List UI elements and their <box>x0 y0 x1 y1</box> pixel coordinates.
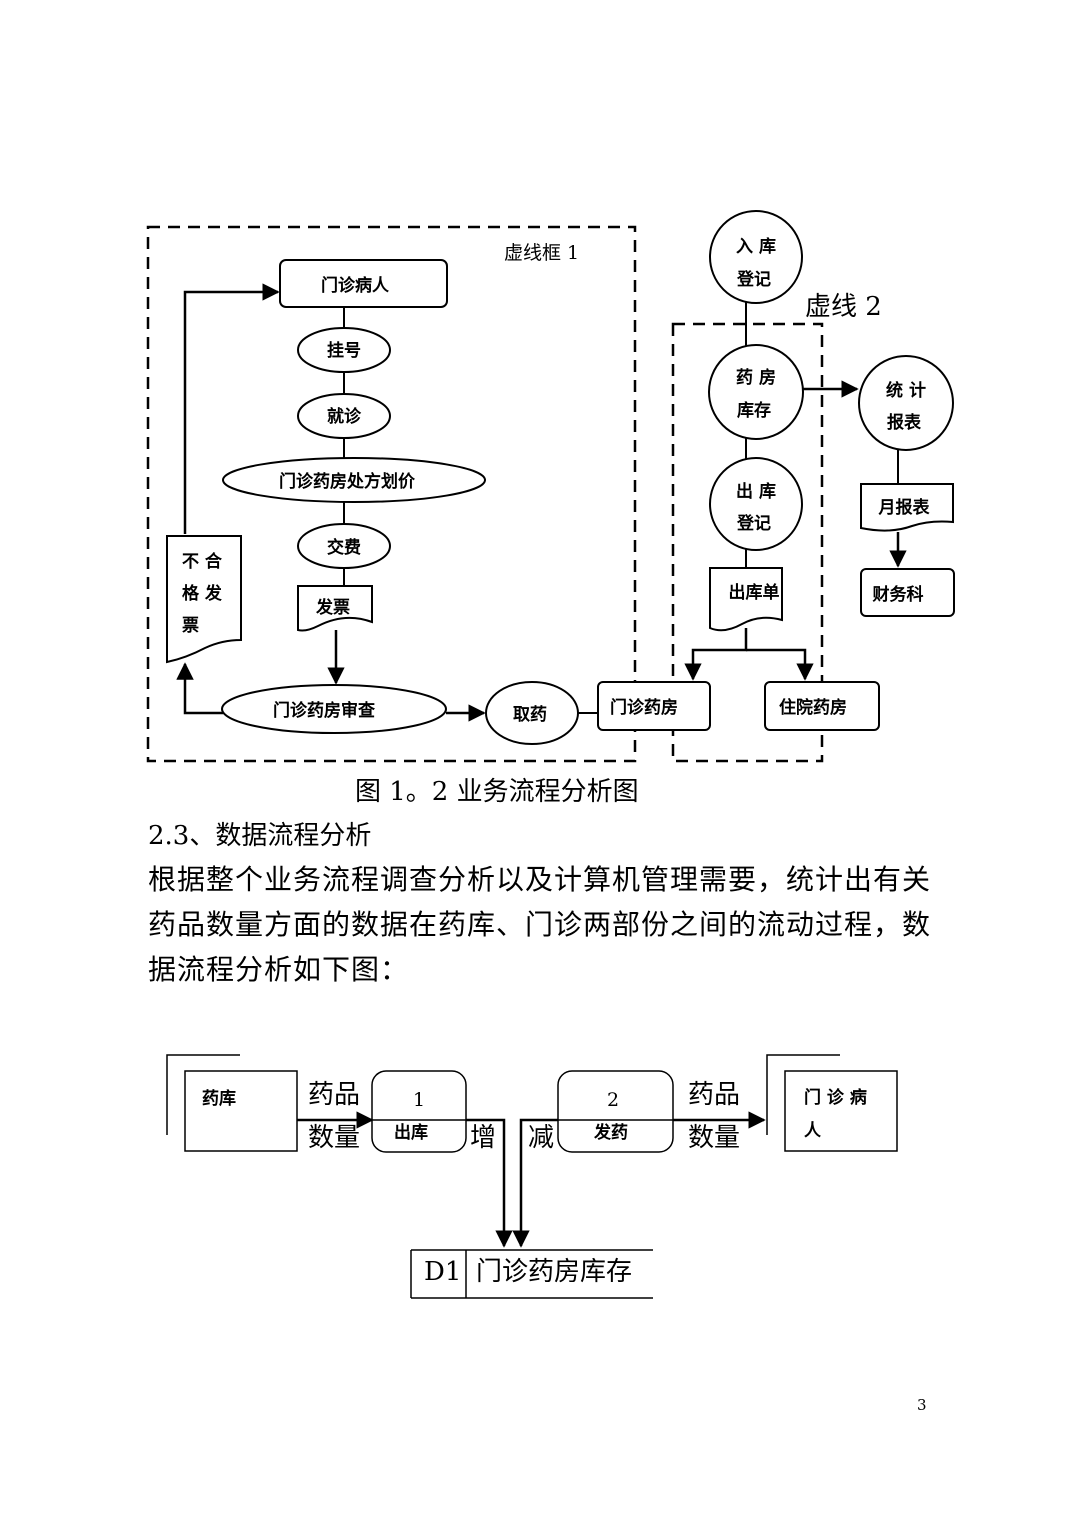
flow-1-label-line-1: 药品 <box>308 1080 360 1110</box>
dashed-box-2 <box>671 322 824 763</box>
stock-out-slip-node <box>709 567 783 632</box>
stock-out-node <box>709 457 803 551</box>
finance-dept-label: 财务科 <box>872 584 924 605</box>
business-flow-diagram: 虚线框 1 虚线 2 门诊病人 挂号 就诊 门诊药房处方划价 交费 发票 不 合 <box>146 210 955 763</box>
stock-out-line-1: 出 库 <box>736 481 776 502</box>
payment-label: 交费 <box>327 537 361 558</box>
monthly-report-label: 月报表 <box>878 497 931 518</box>
dashed-box-1 <box>146 225 637 763</box>
pricing-label: 门诊药房处方划价 <box>279 471 416 492</box>
payment-node <box>297 523 391 569</box>
statistics-line-1: 统 计 <box>886 380 926 401</box>
flow-1-label-line-2: 数量 <box>308 1123 360 1153</box>
registration-node <box>297 327 391 373</box>
review-to-unqualified-arrow <box>176 662 223 715</box>
datastore-id: D1 <box>424 1257 461 1287</box>
increase-flow-arrow <box>466 1118 513 1248</box>
process-1-number: 1 <box>413 1089 425 1111</box>
inpatient-pharmacy-label: 住院药房 <box>779 697 847 718</box>
consultation-node <box>297 393 391 439</box>
stock-in-line-1: 入 库 <box>736 236 776 257</box>
slip-to-inpatient-arrow <box>746 648 814 681</box>
dashed-box-2-label: 虚线 2 <box>805 292 882 322</box>
review-node <box>221 684 447 734</box>
outpatient-entity-line-1: 门 诊 病 <box>804 1087 867 1108</box>
pharmacy-stock-line-1: 药 房 <box>736 367 776 388</box>
flow-2-label-line-1: 药品 <box>688 1080 740 1110</box>
paragraph-line-3: 据流程分析如下图： <box>148 953 410 986</box>
pharmacy-stock-node <box>708 344 804 440</box>
process-2-name: 发药 <box>593 1122 628 1143</box>
process-1-box <box>371 1070 467 1153</box>
statistics-node <box>858 355 954 451</box>
process-2-box <box>557 1070 674 1153</box>
registration-label: 挂号 <box>327 340 361 361</box>
monthly-report-node <box>860 483 954 532</box>
section-heading: 2.3、数据流程分析 <box>148 821 372 851</box>
figure-caption: 图 1。2 业务流程分析图 <box>355 777 639 807</box>
increase-label: 增 <box>470 1123 496 1153</box>
dashed-box-1-label: 虚线框 1 <box>504 242 579 264</box>
data-flow-diagram: 药库 药品 数量 1 出库 增 减 2 发药 药品 数量 门 诊 病 人 <box>166 1054 898 1299</box>
outpatient-pharmacy-label: 门诊药房 <box>610 697 678 718</box>
datastore-name: 门诊药房库存 <box>476 1257 632 1287</box>
decrease-label: 减 <box>528 1123 554 1153</box>
drug-warehouse-label: 药库 <box>202 1088 236 1109</box>
stock-out-slip-label: 出库单 <box>729 582 780 603</box>
review-label: 门诊药房审查 <box>273 700 376 721</box>
process-1-name: 出库 <box>394 1122 428 1143</box>
finance-dept-node <box>860 568 955 617</box>
unqualified-invoice-node <box>166 535 242 664</box>
take-medicine-label: 取药 <box>513 704 547 725</box>
unqualified-invoice-line-2: 格 发 <box>182 583 223 604</box>
outpatient-entity <box>784 1070 898 1152</box>
datastore-d1: D1 门诊药房库存 <box>424 1257 632 1287</box>
paragraph-line-2: 药品数量方面的数据在药库、门诊两部份之间的流动过程，数 <box>148 908 932 941</box>
consultation-label: 就诊 <box>327 406 362 427</box>
stock-in-line-2: 登记 <box>736 269 771 290</box>
flow-2-label-line-2: 数量 <box>688 1123 740 1153</box>
drug-warehouse-entity <box>184 1070 298 1152</box>
stock-out-line-2: 登记 <box>736 513 771 534</box>
paragraph-line-1: 根据整个业务流程调查分析以及计算机管理需要，统计出有关 <box>148 863 932 896</box>
statistics-line-2: 报表 <box>887 412 922 433</box>
pricing-node <box>222 457 486 503</box>
process-2-number: 2 <box>607 1089 619 1111</box>
unqualified-invoice-line-3: 票 <box>182 616 199 636</box>
decrease-flow-arrow <box>512 1118 558 1248</box>
outpatient-entity-line-2: 人 <box>804 1121 822 1141</box>
unqualified-to-patient-arrow <box>183 283 280 534</box>
inpatient-pharmacy-node <box>764 681 880 731</box>
unqualified-invoice-line-1: 不 合 <box>182 551 223 572</box>
invoice-node <box>297 585 373 632</box>
slip-split-line <box>684 628 748 681</box>
pharmacy-stock-line-2: 库存 <box>737 400 771 421</box>
outpatient-pharmacy-node <box>597 681 711 731</box>
stock-in-node <box>709 210 803 304</box>
outpatient-patient-node <box>279 259 448 308</box>
invoice-label: 发票 <box>315 597 350 618</box>
outpatient-patient-label: 门诊病人 <box>321 275 390 296</box>
page-number: 3 <box>917 1396 927 1414</box>
